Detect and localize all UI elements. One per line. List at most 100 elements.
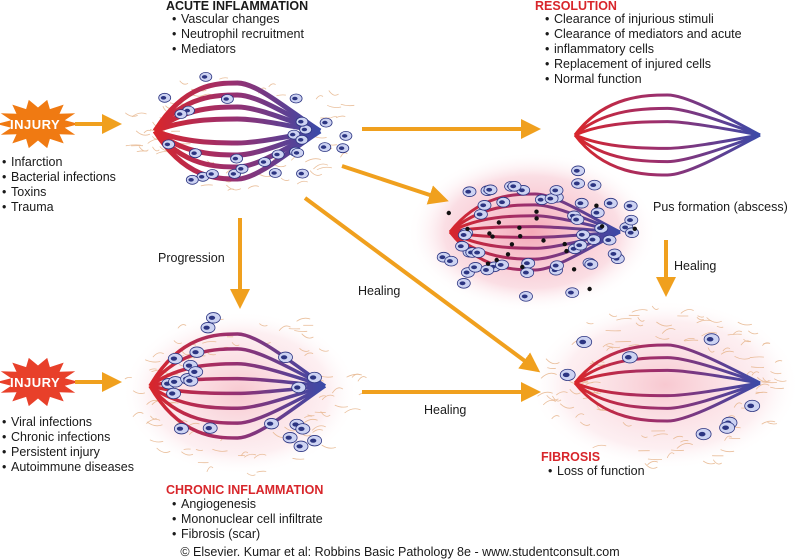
copyright-footer: © Elsevier. Kumar et al: Robbins Basic P… xyxy=(180,545,620,559)
cell-icon xyxy=(282,432,298,444)
cell-icon xyxy=(703,333,720,346)
chronic-inflammation-list: Angiogenesis Mononuclear cell infiltrate… xyxy=(172,497,323,542)
inflammatory-cells xyxy=(158,72,761,452)
cell-icon xyxy=(624,214,639,226)
cell-icon xyxy=(318,142,332,153)
list-item: Neutrophil recruitment xyxy=(172,27,304,42)
cell-icon xyxy=(183,375,199,387)
cell-icon xyxy=(473,209,488,220)
cell-icon xyxy=(185,174,199,185)
injury-blast-top-icon xyxy=(0,99,80,149)
debris-dot xyxy=(496,220,502,225)
cell-icon xyxy=(166,387,182,400)
cell-icon xyxy=(576,335,593,349)
debris-dot xyxy=(599,224,605,229)
cell-icon xyxy=(574,197,589,209)
cell-icon xyxy=(590,207,605,218)
abscess-label: Pus formation (abscess) xyxy=(653,200,788,214)
debris-dot xyxy=(446,210,451,216)
cell-icon xyxy=(295,134,309,145)
debris-dot xyxy=(564,248,569,254)
cell-icon xyxy=(549,185,564,196)
arrow-acute-to-fibrosis xyxy=(303,196,541,373)
cell-icon xyxy=(293,440,309,452)
list-item: Angiogenesis xyxy=(172,497,323,512)
debris-dot xyxy=(509,242,515,247)
debris-dot xyxy=(487,231,492,236)
debris-dot xyxy=(505,252,511,257)
flow-arrows xyxy=(75,114,676,402)
cell-icon xyxy=(586,234,601,245)
debris-dot xyxy=(494,257,499,263)
cell-icon xyxy=(559,368,576,381)
fibrosis-list: Loss of function xyxy=(548,464,645,479)
acute-inflammation-list: Vascular changes Neutrophil recruitment … xyxy=(172,12,304,57)
cell-icon xyxy=(291,381,307,394)
cell-icon xyxy=(570,214,585,225)
list-item: Vascular changes xyxy=(172,12,304,27)
cell-icon xyxy=(744,399,761,412)
cell-icon xyxy=(444,255,459,267)
cell-icon xyxy=(571,165,585,177)
cell-icon xyxy=(174,109,188,119)
cell-icon xyxy=(477,200,492,211)
cell-icon xyxy=(296,168,309,179)
cell-icon xyxy=(307,371,322,384)
debris-dot xyxy=(465,226,470,232)
cell-icon xyxy=(189,346,205,358)
cell-icon xyxy=(336,143,350,154)
cell-icon xyxy=(471,247,486,258)
cell-icon xyxy=(602,234,617,246)
debris-dot xyxy=(520,264,525,270)
injury-blast-bottom-icon xyxy=(0,357,80,407)
cell-icon xyxy=(573,239,588,251)
cell-icon xyxy=(456,278,471,289)
healing-bottom-label: Healing xyxy=(424,403,467,417)
debris-dot xyxy=(534,216,539,221)
list-item: Clearance of injurious stimuli xyxy=(545,12,742,27)
cell-icon xyxy=(496,196,511,208)
cell-icon xyxy=(158,92,172,103)
progression-label: Progression xyxy=(158,251,225,265)
blood-vessels xyxy=(116,80,794,440)
healing-diagonal-label: Healing xyxy=(358,284,401,298)
cell-icon xyxy=(264,418,279,430)
debris-dot xyxy=(632,226,637,231)
cell-icon xyxy=(173,423,189,435)
cell-icon xyxy=(719,421,735,434)
list-item: Mediators xyxy=(172,42,304,57)
resolution-vessel xyxy=(541,93,794,177)
cell-icon xyxy=(220,94,234,104)
cell-icon xyxy=(167,352,183,365)
cell-icon xyxy=(571,178,585,189)
list-item: Chronic infections xyxy=(2,430,134,445)
cell-icon xyxy=(258,157,272,167)
cell-icon xyxy=(519,291,533,302)
cell-icon xyxy=(468,262,483,273)
debris-dot xyxy=(517,225,522,230)
chronic-inflammation-title: CHRONIC INFLAMMATION xyxy=(166,483,324,497)
cell-icon xyxy=(199,72,213,82)
cell-icon xyxy=(162,139,176,150)
list-item: Normal function xyxy=(545,72,742,87)
debris-dot xyxy=(594,203,599,208)
cell-icon xyxy=(565,287,580,298)
cell-icon xyxy=(462,186,477,197)
cell-icon xyxy=(319,117,333,128)
healing-right-label: Healing xyxy=(674,259,717,273)
debris-dot xyxy=(534,209,539,214)
cell-icon xyxy=(202,422,218,434)
cell-icon xyxy=(621,351,638,364)
fibrosis-title: FIBROSIS xyxy=(541,450,601,464)
cell-icon xyxy=(291,147,305,158)
debris-dot xyxy=(490,234,495,239)
cell-icon xyxy=(607,248,622,260)
list-item: Trauma xyxy=(2,200,116,215)
cell-icon xyxy=(289,93,303,104)
list-item: Persistent injury xyxy=(2,445,134,460)
cell-icon xyxy=(295,116,309,127)
debris-dot xyxy=(571,267,577,272)
cell-icon xyxy=(480,264,495,276)
debris-dot xyxy=(562,241,567,247)
acute-inflammation-title: ACUTE INFLAMMATION xyxy=(166,0,309,13)
